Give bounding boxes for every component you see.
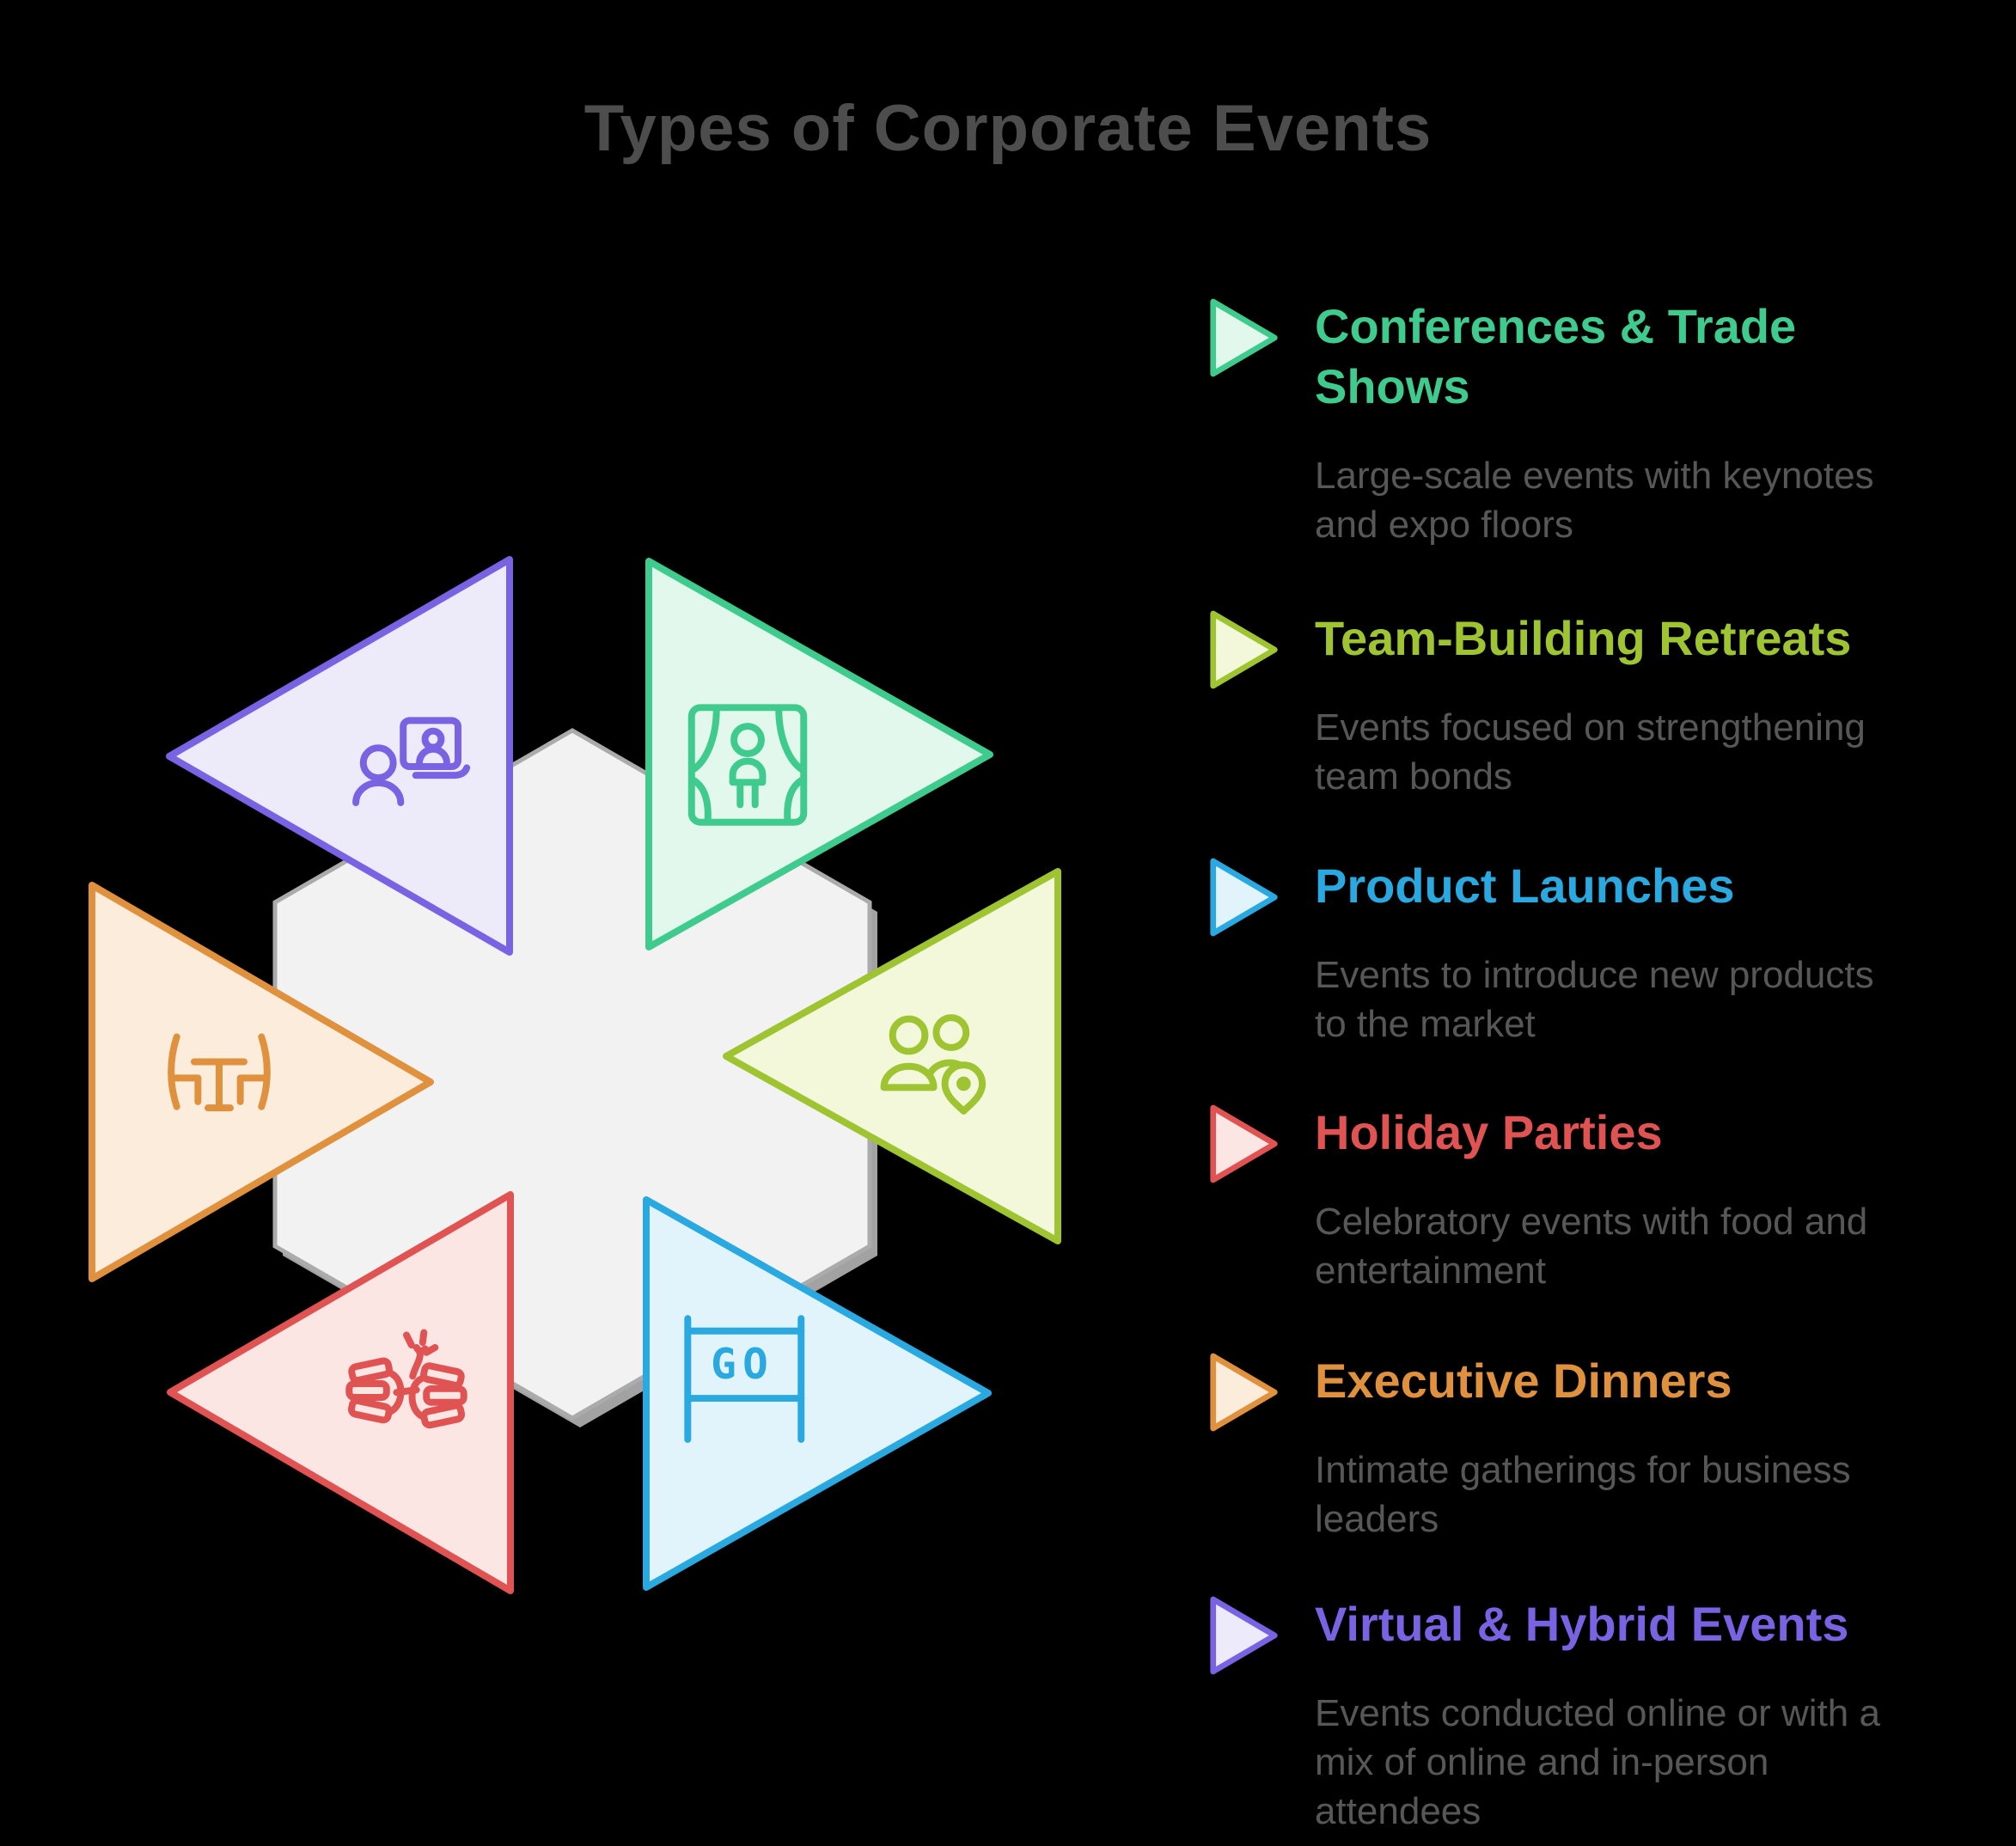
legend-item-description: Celebratory events with food and enterta… bbox=[1315, 1201, 1868, 1292]
video-call-icon bbox=[352, 717, 471, 807]
legend-item-description: Events focused on strengthening team bon… bbox=[1315, 706, 1866, 798]
legend-item-conferences-trade-shows: Conferences & Trade Shows Large-scale ev… bbox=[1208, 296, 1947, 549]
legend-item-title: Virtual & Hybrid Events bbox=[1315, 1597, 1849, 1651]
legend-item-title: Team-Building Retreats bbox=[1315, 611, 1852, 665]
people-location-icon bbox=[880, 1014, 987, 1115]
legend-item-title: Holiday Parties bbox=[1315, 1105, 1663, 1159]
legend-item-title: Executive Dinners bbox=[1315, 1354, 1732, 1408]
legend-item-description: Events conducted online or with a mix of… bbox=[1315, 1692, 1880, 1832]
dinner-table-icon bbox=[168, 1033, 271, 1112]
triangle-executive-dinners bbox=[89, 882, 434, 1282]
triangle-holiday-parties bbox=[167, 1191, 514, 1594]
stage-curtains-icon bbox=[687, 704, 808, 826]
triangle-product-launches bbox=[643, 1196, 992, 1591]
triangle-conferences-trade-shows bbox=[645, 558, 993, 951]
play-triangle-icon bbox=[1210, 610, 1278, 689]
play-triangle-icon bbox=[1210, 1353, 1278, 1432]
legend-item-executive-dinners: Executive Dinners Intimate gatherings fo… bbox=[1208, 1351, 1947, 1543]
go-banner-icon: GO bbox=[684, 1315, 805, 1443]
legend-item-virtual-hybrid-events: Virtual & Hybrid Events Events conducted… bbox=[1208, 1594, 1947, 1836]
play-triangle-icon bbox=[1210, 1596, 1278, 1675]
play-triangle-icon bbox=[1210, 298, 1278, 377]
go-label: GO bbox=[711, 1339, 774, 1389]
legend-item-description: Events to introduce new products to the … bbox=[1315, 954, 1874, 1045]
play-triangle-icon bbox=[1210, 1104, 1278, 1183]
play-triangle-icon bbox=[1210, 858, 1278, 937]
page-title: Types of Corporate Events bbox=[583, 92, 1433, 165]
legend-item-product-launches: Product Launches Events to introduce new… bbox=[1208, 856, 1947, 1048]
legend-item-title: Product Launches bbox=[1315, 859, 1735, 913]
triangle-team-building-retreats bbox=[723, 868, 1061, 1244]
legend-item-description: Large-scale events with keynotes and exp… bbox=[1315, 455, 1874, 546]
legend-item-title: Conferences & Trade Shows bbox=[1315, 299, 1797, 413]
legend-item-team-building-retreats: Team-Building Retreats Events focused on… bbox=[1208, 608, 1947, 801]
triangle-virtual-hybrid-events bbox=[166, 556, 513, 956]
legend-item-holiday-parties: Holiday Parties Celebratory events with … bbox=[1208, 1103, 1947, 1295]
party-popper-icon bbox=[345, 1329, 467, 1429]
legend-item-description: Intimate gatherings for business leaders bbox=[1315, 1449, 1851, 1540]
